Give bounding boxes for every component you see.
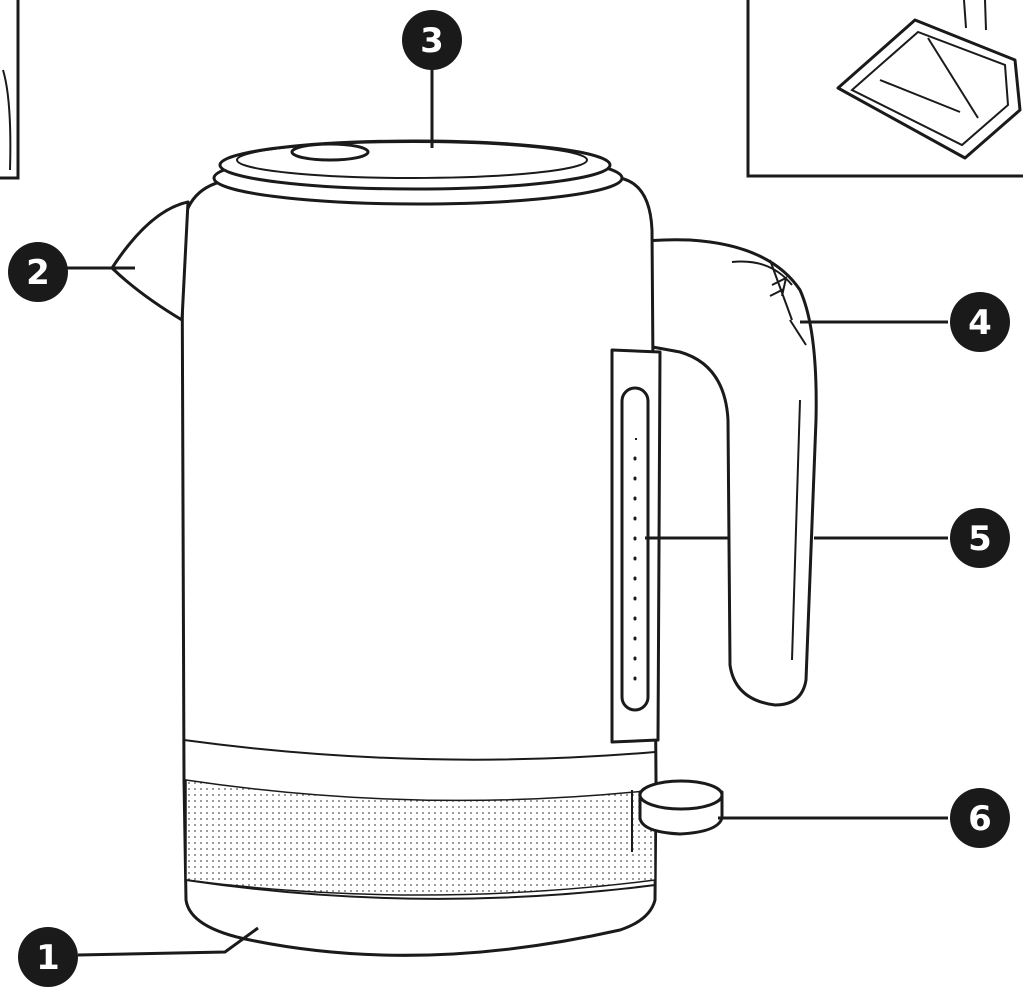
callout-3: 3 <box>402 10 462 70</box>
callout-5: 5 <box>950 508 1010 568</box>
callout-2: 2 <box>8 242 68 302</box>
spout <box>110 200 190 322</box>
filter-illustration <box>836 0 1022 160</box>
leader-lines <box>65 68 948 957</box>
lid <box>212 139 624 206</box>
callout-6-label: 6 <box>968 799 992 839</box>
leader-1 <box>77 926 259 957</box>
water-level-window <box>610 348 662 744</box>
callout-6: 6 <box>950 788 1010 848</box>
power-switch <box>631 779 724 852</box>
callout-1-label: 1 <box>36 938 60 978</box>
inset-frame-left <box>0 0 20 180</box>
callout-5-label: 5 <box>968 519 992 559</box>
callout-3-label: 3 <box>420 21 444 61</box>
kettle-handle <box>610 238 818 707</box>
callout-1: 1 <box>18 927 78 987</box>
kettle-body <box>180 176 658 957</box>
callout-4: 4 <box>950 292 1010 352</box>
inset-frame-right <box>746 0 1023 178</box>
callout-4-label: 4 <box>968 303 992 343</box>
callout-2-label: 2 <box>26 253 50 293</box>
